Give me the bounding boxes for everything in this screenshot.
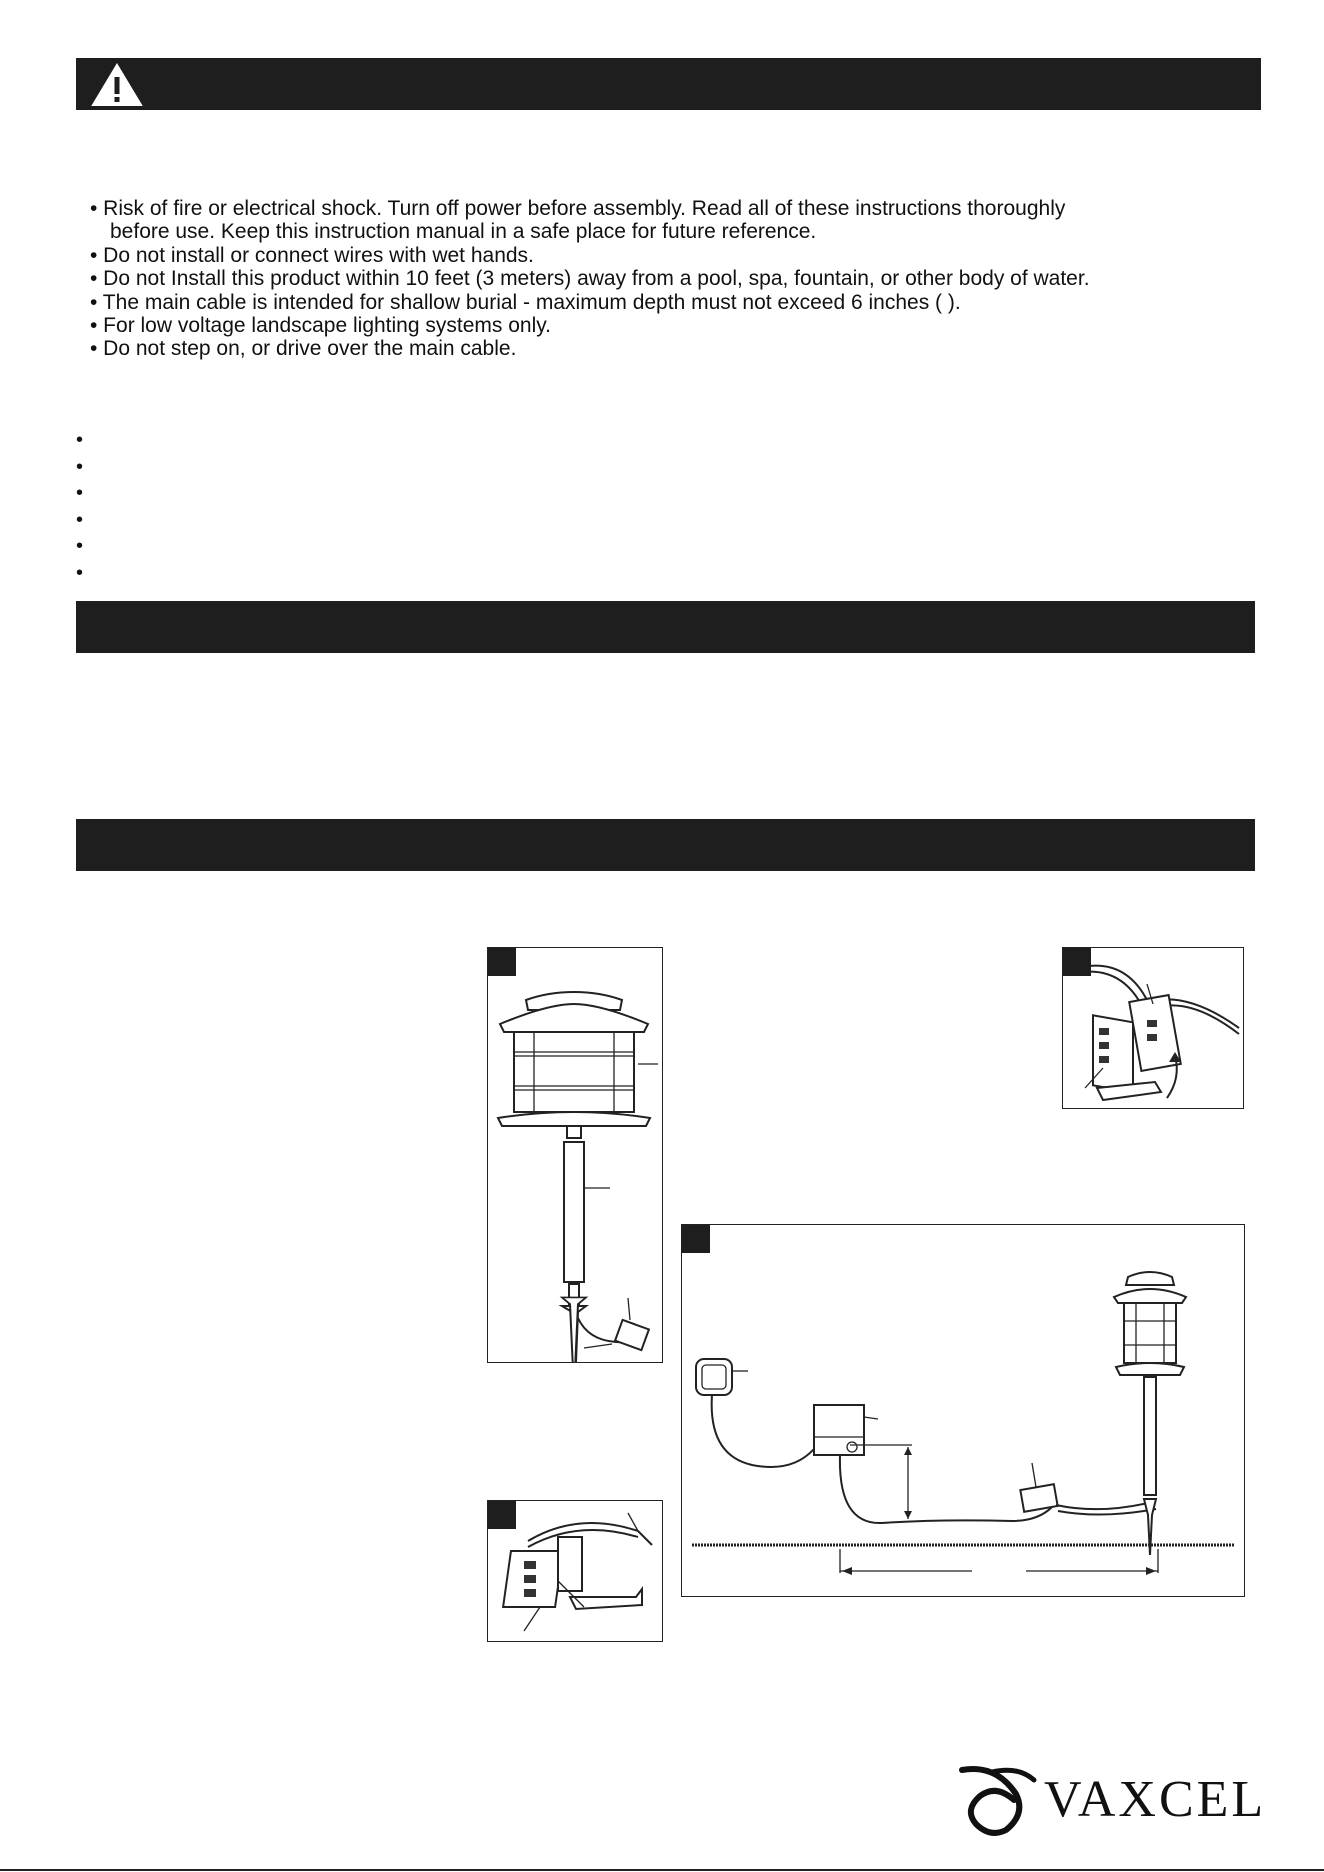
warning-item: • Do not step on, or drive over the main…: [90, 337, 1090, 360]
notes-bullet-list: • • • • • •: [76, 427, 83, 587]
transformer-icon: [813, 1404, 879, 1456]
warning-item: • The main cable is intended for shallow…: [90, 291, 1090, 314]
landscape-light-icon: [496, 990, 658, 1415]
note-bullet: •: [76, 429, 84, 451]
warnings-list: • Risk of fire or electrical shock. Turn…: [90, 197, 1090, 361]
figure-step-tag: [1063, 948, 1091, 976]
warning-text: • Do not install or connect wires with w…: [90, 243, 534, 267]
warning-item: • Do not install or connect wires with w…: [90, 244, 1090, 267]
section-header-bar: [76, 819, 1255, 871]
note-bullet: •: [76, 535, 84, 558]
figure-lamp-assembly: [487, 947, 663, 1415]
connector-icon: [501, 1512, 653, 1632]
footer-rule: [0, 1869, 1324, 1871]
warning-text: • Risk of fire or electrical shock. Turn…: [90, 197, 1066, 220]
figure-step-tag: [488, 1501, 516, 1529]
installation-diagram: [692, 1271, 1234, 1575]
connector-icon: [1019, 1462, 1059, 1513]
warning-text: • Do not step on, or drive over the main…: [90, 337, 517, 361]
connector-icon: [1082, 964, 1240, 1102]
warning-item: • Do not Install this product within 10 …: [90, 267, 1090, 290]
outlet-icon: [695, 1358, 748, 1396]
warning-icon: [91, 63, 143, 106]
brand-name: VAXCEL: [1044, 1771, 1267, 1828]
note-bullet: •: [76, 508, 84, 531]
note-bullet: •: [76, 455, 84, 478]
note-bullet: •: [76, 561, 84, 584]
section-header-bar: [76, 601, 1255, 653]
figure-installation-overview: [681, 1224, 1245, 1597]
warning-text: before use. Keep this instruction manual…: [110, 220, 817, 244]
note-bullet: •: [76, 482, 84, 505]
warning-text: • The main cable is intended for shallow…: [90, 290, 961, 314]
warning-text: • For low voltage landscape lighting sys…: [90, 314, 552, 338]
landscape-light-icon: [1112, 1271, 1188, 1556]
warning-item: • For low voltage landscape lighting sys…: [90, 314, 1090, 337]
brand-logo-icon: [959, 1766, 1037, 1836]
warning-text: • Do not Install this product within 10 …: [90, 267, 1090, 291]
warning-item: before use. Keep this instruction manual…: [90, 220, 1090, 243]
warning-header-bar: [76, 58, 1261, 110]
figure-connector-detail: [487, 1500, 663, 1642]
figure-step-tag: [682, 1225, 710, 1253]
figure-step-tag: [488, 948, 516, 976]
figure-connector-closing: [1062, 947, 1244, 1109]
warning-item: • Risk of fire or electrical shock. Turn…: [90, 197, 1090, 220]
